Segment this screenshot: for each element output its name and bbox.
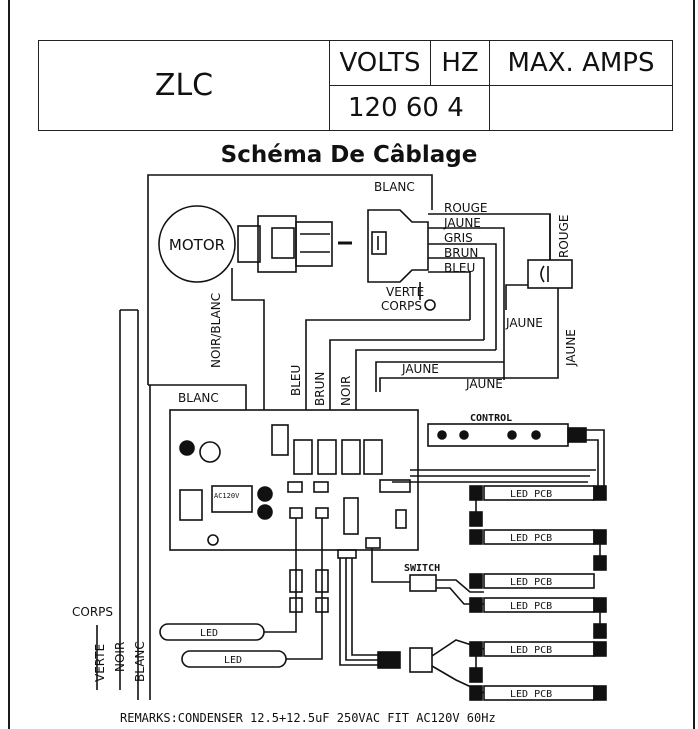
- blanc-bottom-label: BLANC: [133, 641, 147, 682]
- corps-label: CORPS: [381, 299, 422, 313]
- jaune-label: JAUNE: [443, 216, 481, 230]
- motor-circle: [158, 205, 236, 283]
- volts-header: VOLTS: [329, 40, 431, 86]
- diagram-title: Schéma De Câblage: [220, 142, 478, 168]
- noir-vertical-label: NOIR: [339, 376, 353, 406]
- remarks-text: REMARKS:CONDENSER 12.5+12.5uF 250VAC FIT…: [120, 711, 496, 725]
- jaune-mid-label: JAUNE: [401, 362, 439, 376]
- empty-cell: [489, 85, 673, 131]
- jaune-cap-vert-label: JAUNE: [564, 329, 578, 367]
- verte-bottom-label: VERTE: [93, 644, 107, 682]
- bleu-label: BLEU: [444, 261, 475, 275]
- motor-plug-socket: [295, 221, 333, 267]
- values-cell: 120 60 4: [329, 85, 490, 131]
- led-pcb-label-1: LED PCB: [510, 489, 552, 500]
- led-pcb-label-4: LED PCB: [510, 601, 552, 612]
- spec-table: ZLC VOLTS HZ MAX. AMPS 120 60 4: [38, 40, 673, 131]
- led-pcb-label-6: LED PCB: [510, 689, 552, 700]
- blanc-top-label: BLANC: [374, 180, 415, 194]
- left-border: [8, 0, 10, 729]
- switch-label: SWITCH: [404, 563, 440, 574]
- hz-header: HZ: [430, 40, 490, 86]
- gris-label: GRIS: [444, 231, 473, 245]
- rouge-label: ROUGE: [444, 201, 487, 215]
- control-board: [169, 409, 419, 551]
- model-cell: ZLC: [38, 40, 330, 131]
- jaune-low-label: JAUNE: [465, 377, 503, 391]
- capacitor: [527, 259, 573, 289]
- jaune-cap-left-label: JAUNE: [505, 316, 543, 330]
- bleu-vertical-label: BLEU: [289, 365, 303, 396]
- led-label-1: LED: [200, 628, 218, 639]
- noir-bottom-label: NOIR: [113, 642, 127, 672]
- brun-vertical-label: BRUN: [313, 372, 327, 406]
- blanc-board-label: BLANC: [178, 391, 219, 405]
- switch-body: [409, 574, 437, 592]
- motor-label: MOTOR: [169, 236, 225, 254]
- control-label: CONTROL: [470, 413, 512, 424]
- led-pcb-3: [483, 573, 595, 589]
- brun-label: BRUN: [444, 246, 478, 260]
- led-pcb-label-5: LED PCB: [510, 645, 552, 656]
- led-pcb-label-2: LED PCB: [510, 533, 552, 544]
- led-pcb-label-3: LED PCB: [510, 577, 552, 588]
- ac120v-label: AC120V: [214, 492, 240, 500]
- rouge-cap-label: ROUGE: [557, 215, 571, 258]
- motor-connector-right: [367, 209, 429, 283]
- corps-bottom-label: CORPS: [72, 605, 113, 619]
- right-border: [693, 0, 695, 729]
- verte-label: VERTE: [386, 285, 424, 299]
- led-label-2: LED: [224, 655, 242, 666]
- motor-plug-body: [257, 215, 297, 273]
- control-panel: [427, 423, 569, 447]
- amps-header: MAX. AMPS: [489, 40, 673, 86]
- motor-plug-left: [237, 225, 261, 263]
- noir-blanc-label: NOIR/BLANC: [209, 293, 223, 368]
